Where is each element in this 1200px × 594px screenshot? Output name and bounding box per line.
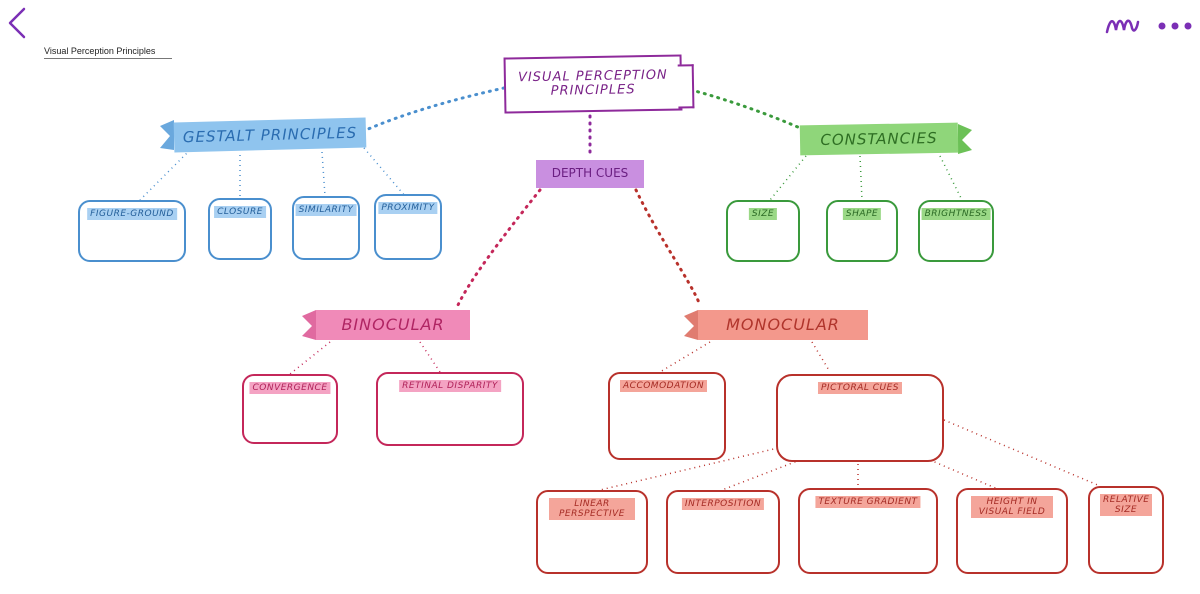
height-visual-field-label: HEIGHT IN VISUAL FIELD: [971, 496, 1053, 518]
chevron-left-icon: [8, 7, 26, 39]
interposition-card[interactable]: INTERPOSITION: [666, 490, 780, 574]
connector-bino-convergence: [289, 341, 331, 375]
accommodation-label: ACCOMODATION: [620, 380, 708, 392]
connector-pict-height: [929, 459, 1001, 491]
connector-depth-binocular: [456, 188, 542, 307]
pictorial-cues-card[interactable]: PICTORAL CUES: [776, 374, 944, 462]
height-visual-field-card[interactable]: HEIGHT IN VISUAL FIELD: [956, 488, 1068, 574]
pictorial-cues-label: PICTORAL CUES: [817, 382, 903, 394]
root-node[interactable]: VISUAL PERCEPTION PRINCIPLES: [503, 54, 683, 114]
size-card[interactable]: SIZE: [726, 200, 800, 262]
linear-perspective-label: LINEAR PERSPECTIVE: [549, 498, 635, 520]
shape-card[interactable]: SHAPE: [826, 200, 898, 262]
similarity-card[interactable]: SIMILARITY: [292, 196, 360, 260]
connector-pict-linear: [599, 447, 779, 491]
linear-perspective-card[interactable]: LINEAR PERSPECTIVE: [536, 490, 648, 574]
figure-ground-label: FIGURE-GROUND: [87, 208, 177, 220]
connector-depth-monocular: [634, 188, 702, 307]
closure-label: CLOSURE: [214, 206, 266, 218]
retinal-disparity-card[interactable]: RETINAL DISPARITY: [376, 372, 524, 446]
connector-gestalt-similarity: [321, 151, 326, 197]
relative-size-label: RELATIVE SIZE: [1100, 494, 1152, 516]
connector-pict-interposition: [721, 459, 801, 491]
pen-scribble-icon: [1105, 19, 1140, 34]
connector-mono-accom: [659, 341, 711, 373]
texture-gradient-label: TEXTURE GRADIENT: [815, 496, 921, 508]
accommodation-card[interactable]: ACCOMODATION: [608, 372, 726, 460]
interposition-label: INTERPOSITION: [681, 498, 765, 510]
texture-gradient-card[interactable]: TEXTURE GRADIENT: [798, 488, 938, 574]
figure-ground-card[interactable]: FIGURE-GROUND: [78, 200, 186, 262]
connector-bino-retinal: [419, 341, 441, 373]
constancies-node[interactable]: CONSTANCIES: [799, 122, 959, 156]
ribbon-tails: [160, 120, 972, 340]
more-options-button[interactable]: [1156, 18, 1194, 32]
connector-const-shape: [859, 155, 863, 201]
monocular-node[interactable]: MONOCULAR: [698, 310, 868, 340]
connector-const-brightness: [939, 155, 963, 201]
document-title: Visual Perception Principles: [44, 46, 172, 59]
connector-gestalt-proximity: [363, 147, 406, 197]
gestalt-principles-node[interactable]: GESTALT PRINCIPLES: [173, 117, 367, 153]
back-button[interactable]: [6, 6, 28, 40]
binocular-node[interactable]: BINOCULAR: [316, 310, 470, 340]
similarity-label: SIMILARITY: [295, 204, 357, 216]
connector-root-gestalt: [364, 86, 506, 132]
closure-card[interactable]: CLOSURE: [208, 198, 272, 260]
connector-root-constancies: [682, 86, 802, 130]
proximity-card[interactable]: PROXIMITY: [374, 194, 442, 260]
connector-mono-pictorial: [811, 341, 831, 373]
more-dots-icon: [1158, 22, 1192, 30]
connector-gestalt-figure: [139, 149, 191, 201]
shape-label: SHAPE: [842, 208, 882, 220]
brightness-card[interactable]: BRIGHTNESS: [918, 200, 994, 262]
brightness-label: BRIGHTNESS: [921, 208, 991, 220]
relative-size-card[interactable]: RELATIVE SIZE: [1088, 486, 1164, 574]
pen-tool-button[interactable]: [1104, 10, 1140, 40]
depth-cues-node[interactable]: DEPTH CUES: [536, 160, 644, 188]
proximity-label: PROXIMITY: [378, 202, 438, 214]
convergence-label: CONVERGENCE: [249, 382, 331, 394]
convergence-card[interactable]: CONVERGENCE: [242, 374, 338, 444]
size-label: SIZE: [748, 208, 778, 220]
retinal-disparity-label: RETINAL DISPARITY: [399, 380, 501, 392]
connector-const-size: [769, 155, 807, 201]
